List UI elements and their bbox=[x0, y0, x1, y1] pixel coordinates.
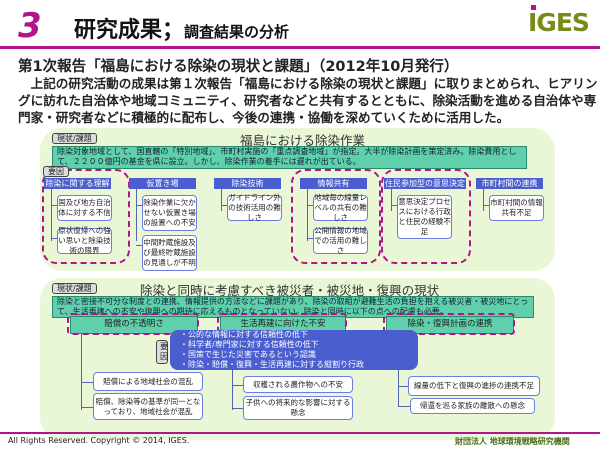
connector bbox=[136, 205, 144, 206]
body-text: 上記の研究活動の成果は第１次報告「福島における除染の現状と課題」に取りまとめられ… bbox=[18, 76, 598, 125]
connector bbox=[307, 189, 308, 241]
category-header: 除染に関する理解 bbox=[44, 178, 111, 189]
impact-box: 賠償、除染等の基準が同一となっており、地域社会が混乱 bbox=[93, 393, 203, 420]
lower-factor-tab: 要因 bbox=[156, 340, 168, 364]
connector bbox=[398, 370, 399, 406]
factor-box: 市町村間の情報共有不足 bbox=[489, 195, 544, 221]
impact-box: 子供への将来的な影響に対する懸念 bbox=[243, 396, 353, 420]
copyright: All Rights Reserved. Copyright © 2014, I… bbox=[8, 436, 190, 445]
highlight-dashed-box bbox=[42, 169, 130, 264]
connector bbox=[51, 238, 59, 239]
impact-box: 帰還を巡る家族の離散への懸念 bbox=[410, 398, 535, 414]
factor-box: ガイドライン外の技術活用の難しさ bbox=[227, 193, 282, 222]
title-sub: 調査結果の分析 bbox=[184, 23, 290, 41]
organization-name: 財団法人 地球環境戦略研究機関 bbox=[455, 437, 570, 446]
connector bbox=[51, 205, 59, 206]
highlight-dashed-box bbox=[67, 313, 199, 335]
category-header: 仮置き場 bbox=[129, 178, 196, 189]
connector bbox=[307, 238, 315, 239]
connector bbox=[232, 408, 243, 409]
category-header: 市町村間の連携 bbox=[476, 178, 543, 189]
connector bbox=[51, 189, 52, 241]
factor-box: 中間貯蔵施設及び最終貯蔵施設の見通しが不明 bbox=[142, 235, 197, 271]
factor-box: 国及び地方自治体に対する不信 bbox=[57, 195, 112, 221]
section-number: 3 bbox=[18, 6, 42, 46]
connector bbox=[483, 205, 491, 206]
factor-box: 地域毎の線量レベルの共有の難しさ bbox=[313, 193, 368, 222]
connector bbox=[391, 189, 392, 211]
connector bbox=[136, 245, 144, 246]
factor-item: ・公的な情報に対する信頼性の低下 bbox=[180, 330, 308, 339]
connector bbox=[81, 406, 93, 408]
connector bbox=[221, 189, 222, 211]
factors-box: ・公的な情報に対する信頼性の低下 ・科学者/専門家に対する信頼性の低下 ・国策で… bbox=[170, 330, 418, 370]
factor-item: ・除染・賠償・復興・生活再建に対する縦割り行政 bbox=[180, 360, 364, 369]
highlight-dashed-box bbox=[383, 313, 515, 335]
factor-item: ・国策で生じた災害であるという認識 bbox=[180, 350, 316, 359]
page-title: 研究成果；調査結果の分析 bbox=[74, 12, 289, 44]
title-sep: ； bbox=[162, 18, 185, 43]
upper-panel-title: 福島における除染作業 bbox=[240, 133, 366, 148]
highlight-dashed-box bbox=[291, 169, 381, 264]
impact-box: 線量の低下と復興の進捗の連携不足 bbox=[408, 376, 540, 396]
connector bbox=[232, 384, 243, 386]
factor-box: 原状復帰への強い思いと除染技術の限界 bbox=[57, 226, 112, 255]
category-header: 除染技術 bbox=[214, 178, 281, 189]
connector bbox=[221, 205, 229, 206]
connector bbox=[81, 381, 93, 383]
report-subtitle: 第1次報告「福島における除染の現状と課題」（2012年10月発行） bbox=[18, 59, 459, 75]
factor-box: 除染作業に欠かせない仮置き場の設置への不安 bbox=[142, 195, 197, 231]
upper-status-tab: 現状/課題 bbox=[52, 133, 97, 144]
connector bbox=[391, 205, 399, 206]
category-header: 住民参加型の意思決定 bbox=[384, 178, 466, 189]
connector bbox=[307, 205, 315, 206]
upper-status-text: 除染対象地域として、国直轄の「特別地域」、市町村実施の「重点調査地域」が指定。大… bbox=[52, 146, 527, 169]
connector bbox=[398, 406, 410, 407]
highlight-dashed-box bbox=[381, 169, 471, 264]
factor-item: ・科学者/専門家に対する信頼性の低下 bbox=[180, 340, 319, 349]
factor-box: 公開情報の地域での活用の難しさ bbox=[313, 226, 368, 255]
connector bbox=[136, 189, 137, 241]
connector bbox=[398, 386, 408, 387]
connector bbox=[81, 333, 82, 410]
connector bbox=[483, 189, 484, 211]
header-divider bbox=[0, 46, 600, 49]
logo-text: IGES bbox=[528, 8, 590, 37]
category-header: 情報共有 bbox=[300, 178, 367, 189]
connector bbox=[232, 370, 233, 410]
footer-divider bbox=[0, 432, 600, 434]
factor-box: 意思決定プロセスにおける行政と住民の経験不足 bbox=[397, 195, 452, 239]
lower-status-tab: 現状/課題 bbox=[52, 283, 97, 294]
impact-box: 収穫される農作物への不安 bbox=[243, 376, 353, 393]
lower-panel-title: 除染と同時に考慮すべき被災者・被災地・復興の現状 bbox=[140, 283, 440, 298]
upper-factor-tab: 要因 bbox=[43, 166, 69, 177]
iges-logo: IGES bbox=[528, 5, 590, 37]
impact-box: 賠償による地域社会の混乱 bbox=[93, 372, 203, 391]
title-main: 研究成果 bbox=[74, 18, 163, 43]
